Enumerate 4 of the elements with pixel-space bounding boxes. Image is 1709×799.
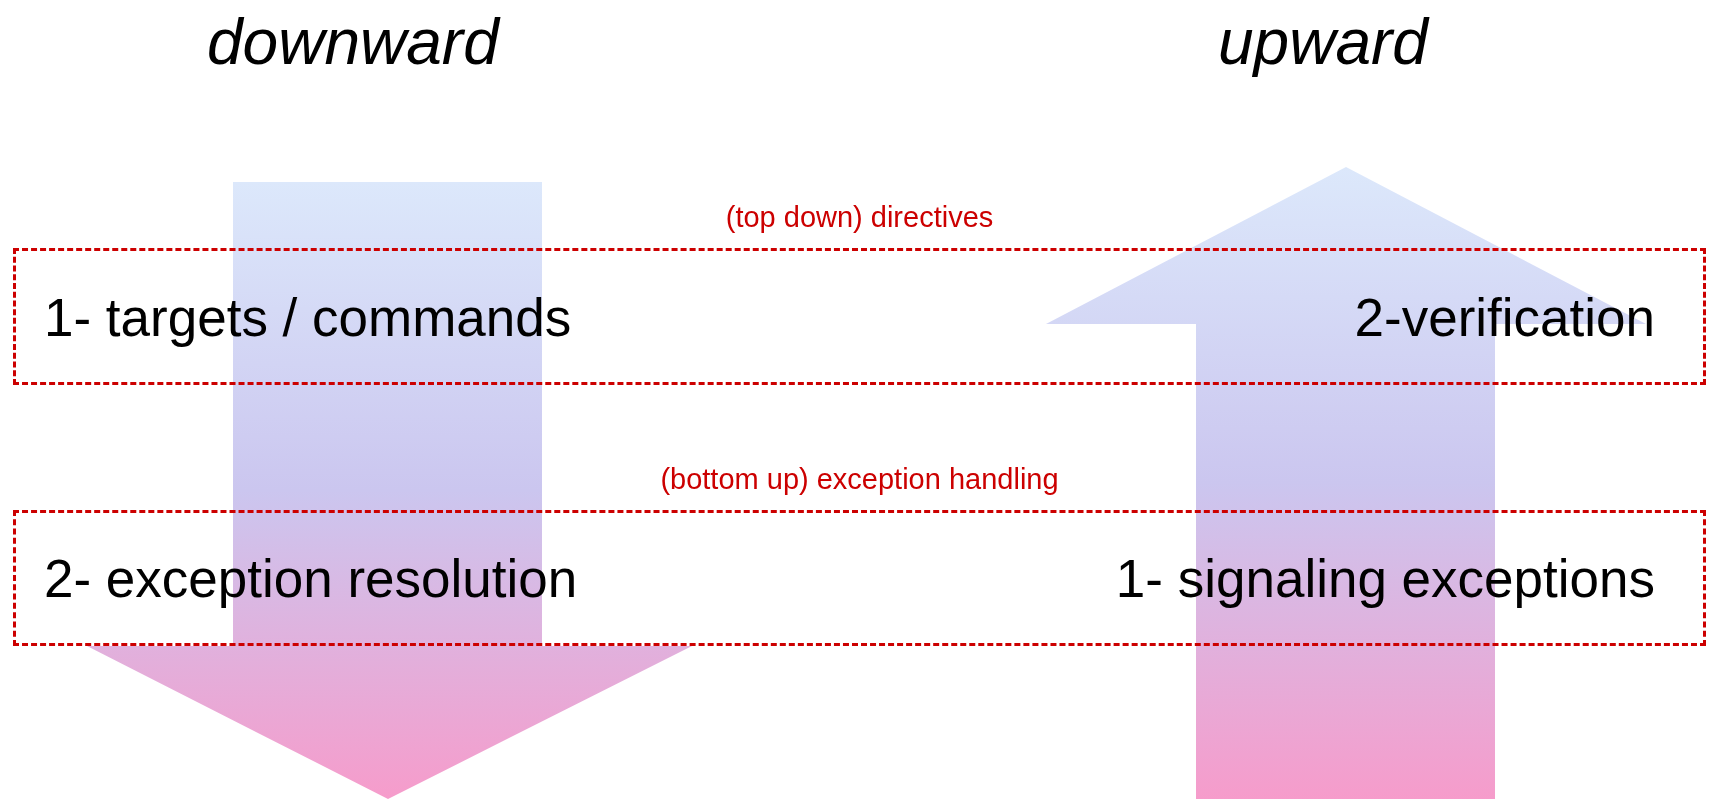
column-title: downward: [207, 10, 499, 74]
band-text: 2-verification: [1354, 290, 1655, 343]
band-heading: (bottom up) exception handling: [659, 465, 1060, 494]
band-heading: (top down) directives: [724, 203, 995, 232]
